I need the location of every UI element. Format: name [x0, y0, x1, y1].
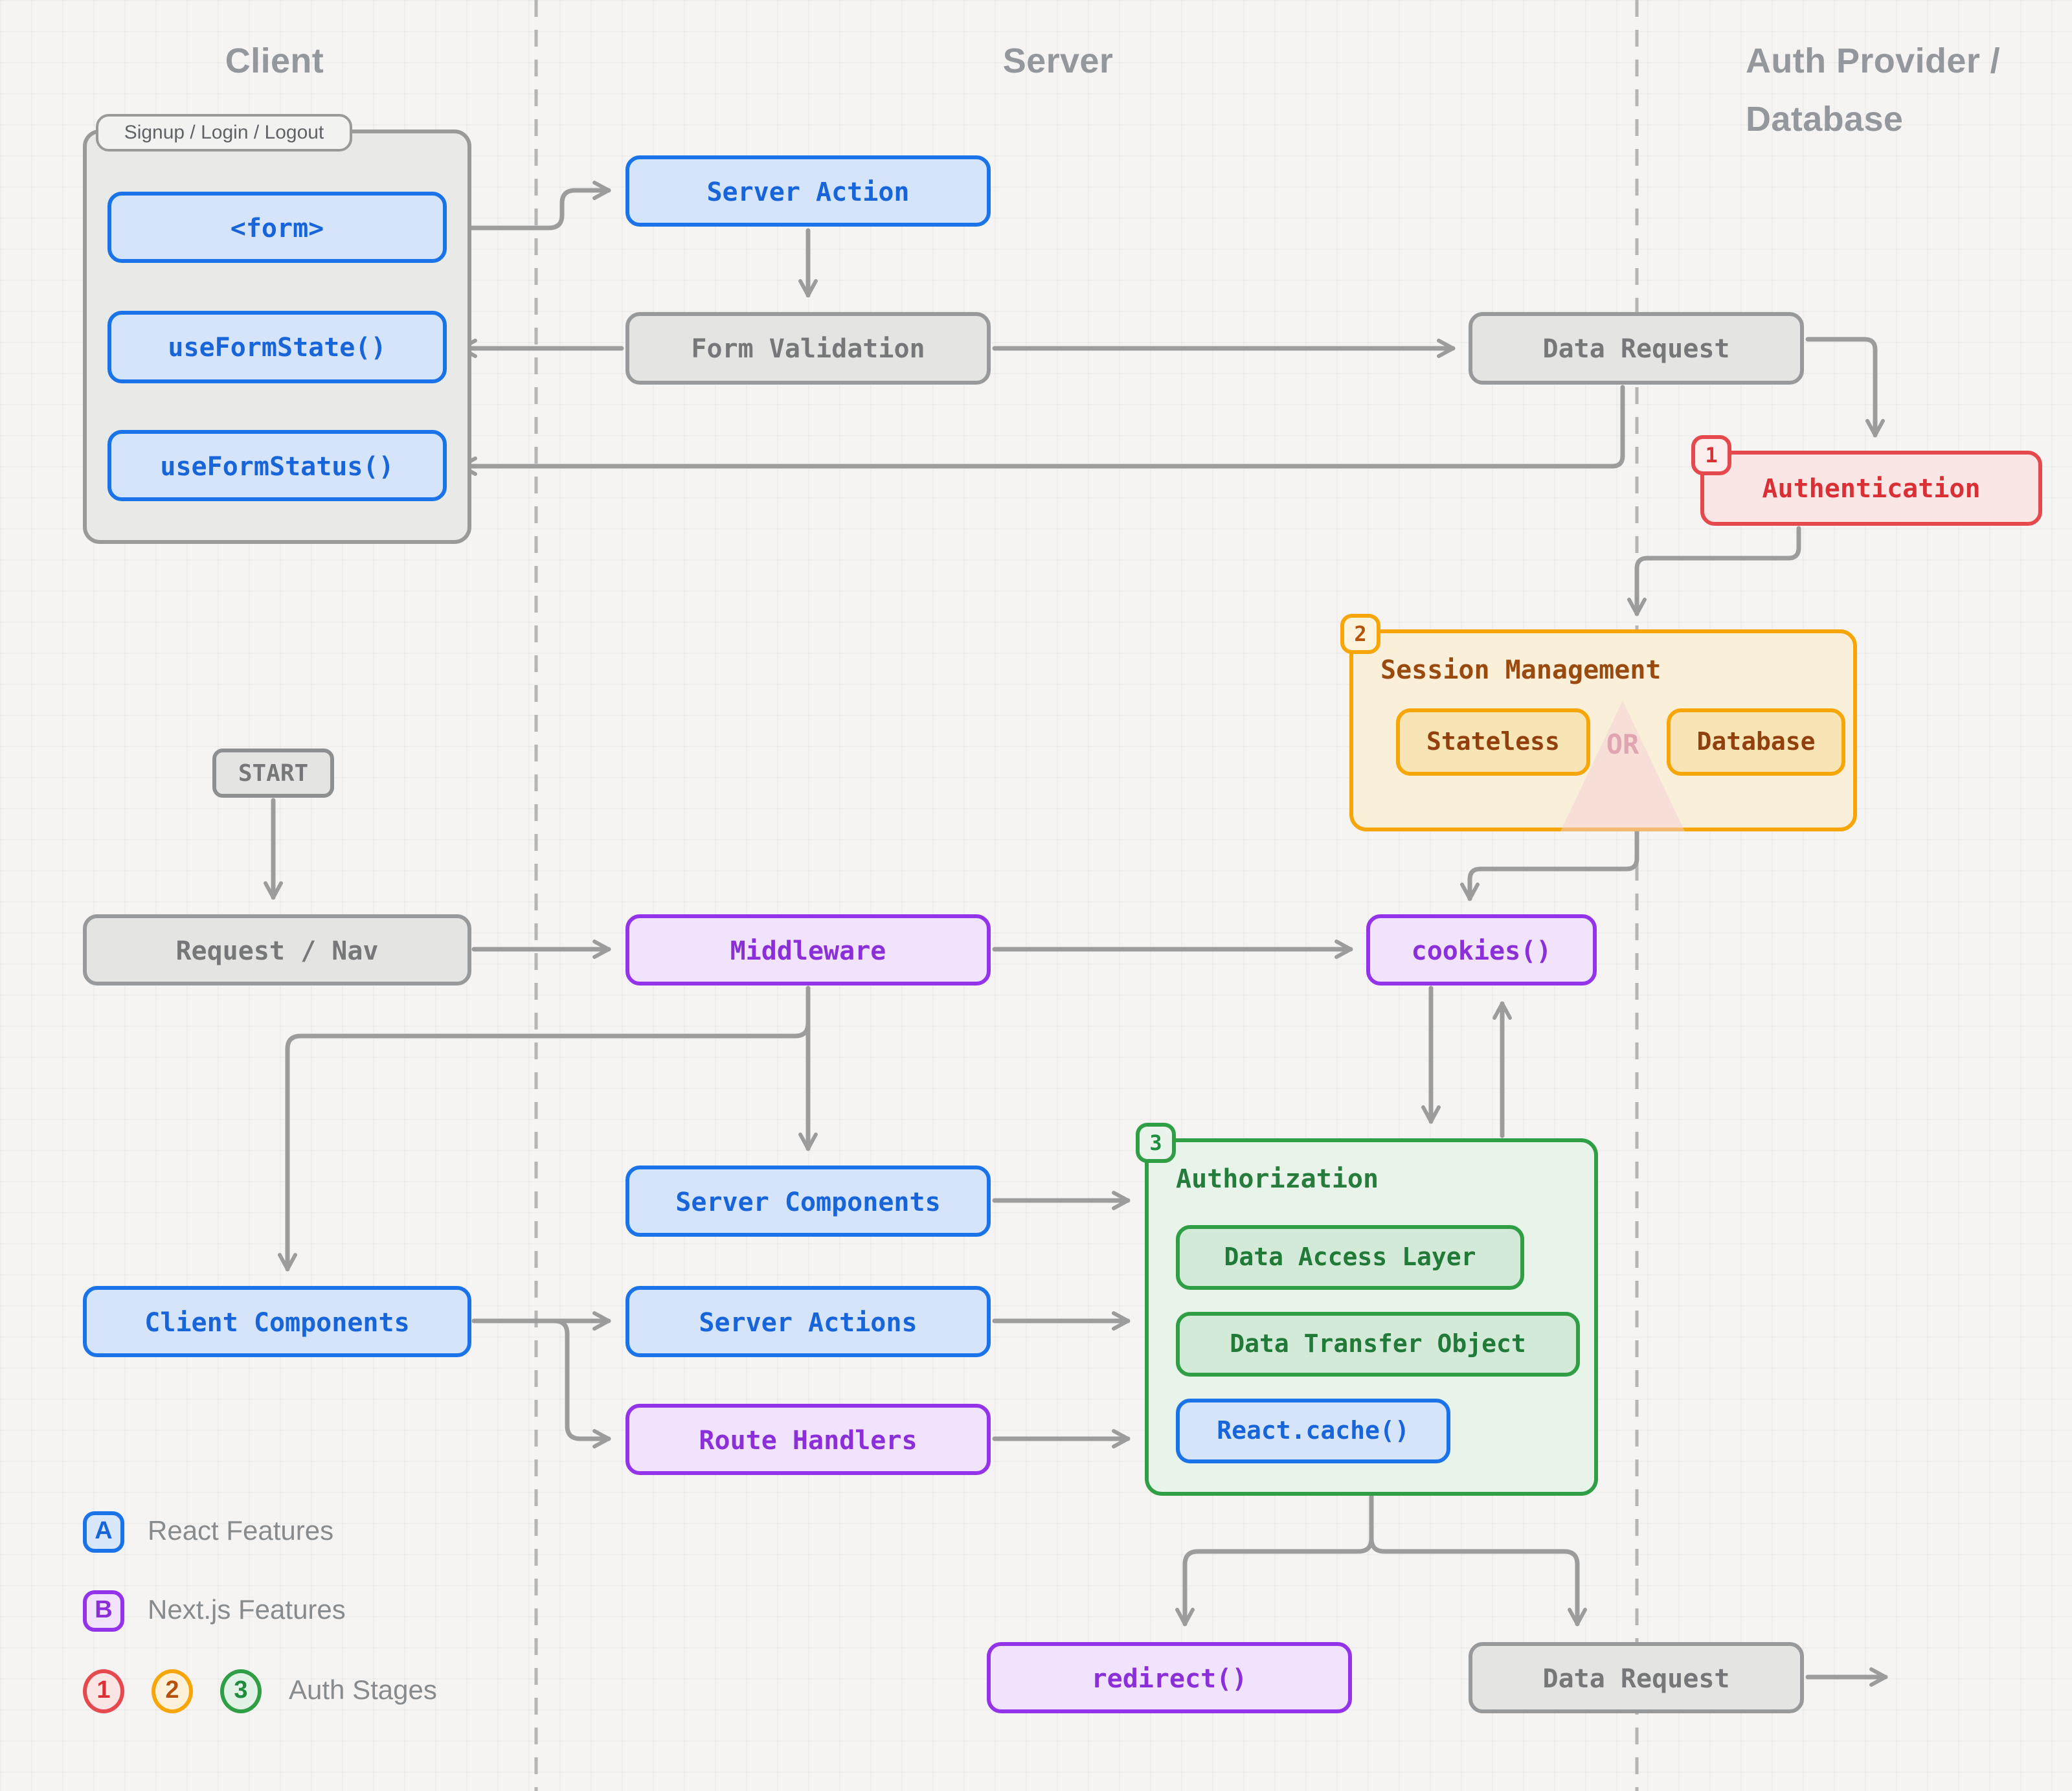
useformstatus-node: useFormStatus() [107, 430, 447, 501]
database-node: Database [1667, 708, 1845, 776]
cookies-node: cookies() [1366, 914, 1597, 986]
wire-authorization-to-redirect [1175, 1536, 1374, 1627]
stateless-node: Stateless [1396, 708, 1590, 776]
auth-stages-label: Auth Stages [289, 1676, 437, 1706]
auth-provider-line1: Auth Provider / [1746, 41, 2001, 80]
server-action-node: Server Action [625, 155, 991, 227]
session-management-title: Session Management [1380, 654, 1661, 685]
data-request-top-node: Data Request [1469, 312, 1804, 385]
request-nav-node: Request / Nav [83, 914, 471, 986]
legend-nextjs-features: B Next.js Features [83, 1590, 346, 1632]
data-access-layer-node: Data Access Layer [1176, 1225, 1524, 1290]
wire-authorization-to-data-request [1369, 1536, 1587, 1627]
wire-client-components-to-route-handlers [552, 1318, 611, 1448]
auth-stage-2-legend: 2 [152, 1669, 193, 1713]
authentication-node: 1 Authentication [1691, 435, 2042, 526]
wire-authentication-to-session [1627, 526, 1801, 616]
react-cache-node: React.cache() [1176, 1399, 1450, 1463]
column-header-server: Server [1002, 41, 1114, 80]
wire-data-request-to-useformstatus [458, 385, 1625, 476]
start-node: START [212, 749, 334, 798]
wire-data-request-to-authentication [1805, 337, 1885, 438]
auth-stage-1-badge: 1 [1691, 435, 1731, 475]
auth-stage-1-legend: 1 [83, 1669, 124, 1713]
useformstate-node: useFormState() [107, 311, 447, 383]
column-header-client: Client [225, 41, 324, 80]
or-divider: OR [1606, 729, 1639, 760]
client-components-node: Client Components [83, 1286, 471, 1357]
server-actions-node: Server Actions [625, 1286, 991, 1357]
signup-login-logout-label: Signup / Login / Logout [96, 114, 352, 152]
wire-session-to-cookies [1460, 829, 1639, 901]
auth-stage-3-legend: 3 [220, 1669, 262, 1713]
react-features-label: React Features [148, 1516, 334, 1546]
session-management-group: 2 Session Management OR Stateless Databa… [1340, 614, 1857, 831]
legend-auth-stages: 1 2 3 Auth Stages [83, 1669, 437, 1713]
legend-react-features: A React Features [83, 1511, 333, 1553]
column-header-auth-provider: Auth Provider / Database [1746, 41, 2000, 140]
data-request-bottom-node: Data Request [1469, 1642, 1804, 1713]
wire-middleware-to-client-components [278, 1020, 811, 1272]
form-validation-node: Form Validation [625, 312, 991, 385]
middleware-node: Middleware [625, 914, 991, 986]
authentication-label: Authentication [1762, 473, 1981, 504]
nextjs-features-badge: B [83, 1590, 124, 1632]
authorization-title: Authorization [1176, 1163, 1379, 1194]
route-handlers-node: Route Handlers [625, 1404, 991, 1475]
redirect-node: redirect() [987, 1642, 1352, 1713]
auth-stage-3-badge: 3 [1136, 1123, 1176, 1163]
server-components-node: Server Components [625, 1166, 991, 1237]
form-node: <form> [107, 192, 447, 263]
auth-stage-2-badge: 2 [1340, 614, 1380, 654]
authorization-group: 3 Authorization Data Access Layer Data T… [1136, 1123, 1598, 1496]
nextjs-features-label: Next.js Features [148, 1595, 346, 1625]
react-features-badge: A [83, 1511, 124, 1553]
data-transfer-object-node: Data Transfer Object [1176, 1312, 1580, 1377]
wire-form-to-server-action [469, 181, 611, 231]
auth-provider-line2: Database [1746, 100, 1904, 139]
